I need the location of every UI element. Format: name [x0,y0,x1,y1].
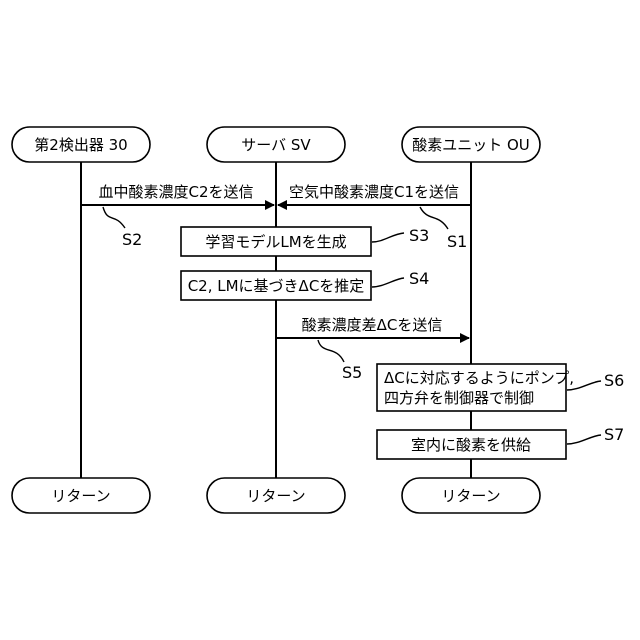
generate-model-label: 学習モデルLMを生成 [205,233,346,251]
generate-model-box: 学習モデルLMを生成 [181,227,371,256]
supply-box: 室内に酸素を供給 [377,430,566,459]
s2-leader [103,207,125,228]
oxygen-unit-header-label: 酸素ユニット OU [412,136,530,154]
detector-return-label: リターン [51,487,110,505]
server-return: リターン [207,478,345,513]
step-s4: S4 [409,269,429,288]
step-s2: S2 [122,230,142,249]
s7-leader [567,435,601,444]
step-s7: S7 [604,425,624,444]
s4-leader [372,278,404,287]
detector-return: リターン [12,478,150,513]
oxygen-unit-header: 酸素ユニット OU [402,127,540,162]
server-return-label: リターン [246,487,305,505]
air-oxygen-message: 空気中酸素濃度C1を送信 [289,183,459,201]
server-header-label: サーバ SV [241,136,311,154]
step-s3: S3 [409,226,429,245]
oxygen-difference-message: 酸素濃度差ΔCを送信 [302,316,443,334]
supply-label: 室内に酸素を供給 [411,436,531,454]
control-label-line2: 四方弁を制御器で制御 [384,389,534,407]
detector-header: 第2検出器 30 [12,127,150,162]
oxygen-unit-return-label: リターン [441,487,500,505]
server-header: サーバ SV [207,127,345,162]
control-box: ΔCに対応するようにポンプ, 四方弁を制御器で制御 [377,364,574,411]
step-s5: S5 [342,363,362,382]
detector-header-label: 第2検出器 30 [34,136,127,154]
step-s6: S6 [604,371,624,390]
s5-leader [318,340,344,362]
control-label-line1: ΔCに対応するようにポンプ, [384,369,574,387]
estimate-box: C2, LMに基づきΔCを推定 [181,271,371,300]
s3-leader [372,233,404,242]
oxygen-unit-return: リターン [402,478,540,513]
blood-oxygen-message: 血中酸素濃度C2を送信 [98,183,253,201]
estimate-label: C2, LMに基づきΔCを推定 [188,277,365,295]
step-s1: S1 [447,232,467,251]
